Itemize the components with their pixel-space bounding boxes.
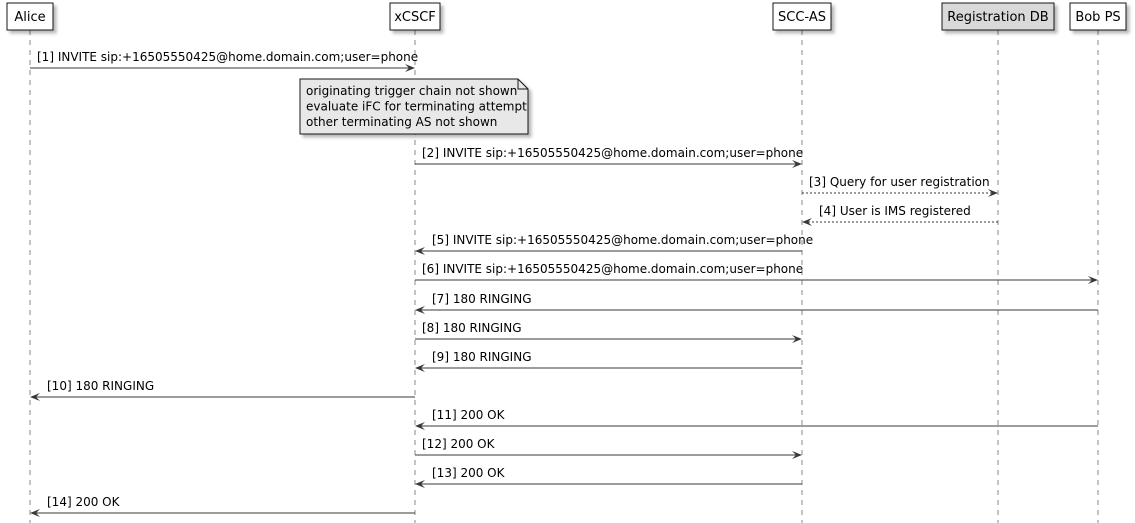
message-10: [10] 180 RINGING [30, 379, 415, 401]
participant-box-alice [6, 2, 54, 31]
message-8: [8] 180 RINGING [415, 321, 802, 343]
message-12: [12] 200 OK [415, 437, 802, 459]
message-1: [1] INVITE sip:+16505550425@home.domain.… [30, 50, 418, 72]
message-label: [7] 180 RINGING [432, 292, 532, 306]
arrowhead-icon [802, 218, 812, 226]
arrowhead-icon [415, 422, 425, 430]
arrowhead-icon [405, 64, 415, 72]
message-4: [4] User is IMS registered [802, 204, 998, 226]
message-label: [8] 180 RINGING [422, 321, 522, 335]
messages: [1] INVITE sip:+16505550425@home.domain.… [30, 50, 1098, 517]
note-line: originating trigger chain not shown [306, 84, 517, 98]
participant-label-alice: Alice [14, 10, 45, 25]
message-label: [13] 200 OK [432, 466, 506, 480]
note-layer: originating trigger chain not shown evalu… [299, 78, 529, 135]
message-label: [9] 180 RINGING [432, 350, 532, 364]
lifelines [29, 30, 1099, 523]
arrowhead-icon [1088, 276, 1098, 284]
participant-alice: Alice [6, 2, 54, 31]
note-body [299, 78, 529, 135]
arrowhead-icon [415, 306, 425, 314]
participant-box-bobps [1069, 2, 1127, 31]
message-6: [6] INVITE sip:+16505550425@home.domain.… [415, 262, 1098, 284]
participant-label-sccas: SCC-AS [778, 10, 826, 25]
participant-boxes: Alice xCSCF SCC-AS Registration DB Bob PS [6, 2, 1127, 31]
message-label: [4] User is IMS registered [819, 204, 971, 218]
arrowhead-icon [792, 160, 802, 168]
note-fold [517, 79, 528, 90]
message-label: [10] 180 RINGING [47, 379, 154, 393]
message-label: [2] INVITE sip:+16505550425@home.domain.… [422, 146, 803, 160]
participant-box-sccas [772, 2, 832, 31]
participant-bobps: Bob PS [1069, 2, 1127, 31]
arrowhead-icon [792, 451, 802, 459]
message-5: [5] INVITE sip:+16505550425@home.domain.… [415, 233, 813, 255]
message-11: [11] 200 OK [415, 408, 1098, 430]
participant-sccas: SCC-AS [772, 2, 832, 31]
message-label: [14] 200 OK [47, 495, 121, 509]
message-2: [2] INVITE sip:+16505550425@home.domain.… [415, 146, 803, 168]
message-7: [7] 180 RINGING [415, 292, 1098, 314]
participant-regdb: Registration DB [941, 2, 1055, 31]
note-line: other terminating AS not shown [306, 115, 497, 129]
arrowhead-icon [415, 247, 425, 255]
arrowhead-icon [415, 364, 425, 372]
note-line: evaluate iFC for terminating attempt [306, 100, 527, 114]
message-14: [14] 200 OK [30, 495, 415, 517]
arrowhead-icon [792, 335, 802, 343]
participant-label-regdb: Registration DB [947, 10, 1048, 25]
message-9: [9] 180 RINGING [415, 350, 802, 372]
arrowhead-icon [988, 189, 998, 197]
arrowhead-icon [30, 509, 40, 517]
participant-label-bobps: Bob PS [1075, 10, 1120, 25]
message-label: [3] Query for user registration [809, 175, 990, 189]
participant-box-xcscf [389, 2, 441, 31]
message-label: [12] 200 OK [422, 437, 496, 451]
message-label: [5] INVITE sip:+16505550425@home.domain.… [432, 233, 813, 247]
message-13: [13] 200 OK [415, 466, 802, 488]
message-label: [11] 200 OK [432, 408, 506, 422]
participant-label-xcscf: xCSCF [394, 10, 436, 25]
message-label: [6] INVITE sip:+16505550425@home.domain.… [422, 262, 803, 276]
message-3: [3] Query for user registration [802, 175, 998, 197]
participant-box-regdb [941, 2, 1055, 31]
message-label: [1] INVITE sip:+16505550425@home.domain.… [37, 50, 418, 64]
participant-xcscf: xCSCF [389, 2, 441, 31]
arrowhead-icon [30, 393, 40, 401]
note: originating trigger chain not shown evalu… [299, 78, 529, 135]
arrowhead-icon [415, 480, 425, 488]
